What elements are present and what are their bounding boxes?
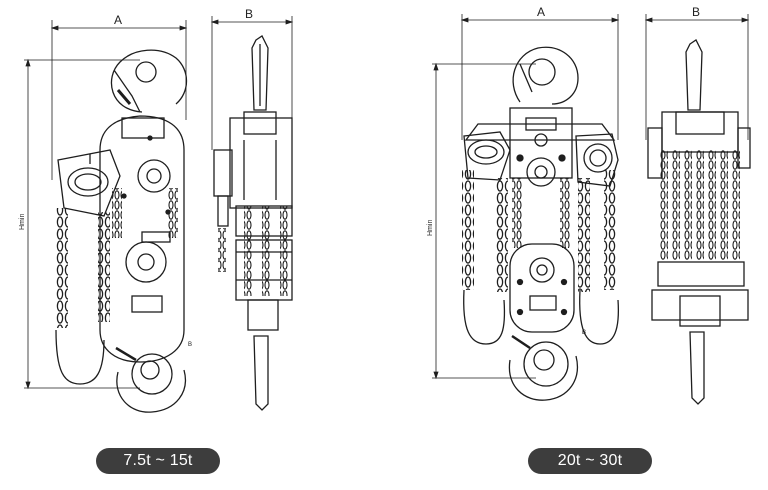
dimension-a-left [50,20,188,180]
dimension-b-right [644,14,750,140]
dimension-a-left-label: A [114,13,122,27]
bottom-hook-right [508,334,578,401]
hand-chain-right-4 [604,170,616,290]
side-chain-right-5 [708,150,716,260]
top-hook-left [110,49,188,113]
hoist-small-front-view [24,20,188,413]
bottom-hook-side-right [689,331,705,405]
side-chain-left-2 [262,206,270,296]
side-frame-mid-right [657,261,745,287]
hand-chain-right-2 [496,178,508,292]
top-hook-side-right [685,39,703,111]
side-chain-right-4 [696,150,704,260]
side-chain-right-1 [660,150,668,260]
hand-chain-left-2 [98,212,110,322]
load-chain-left-2 [168,188,178,238]
dimension-hmin-right-label: Hmin [427,220,434,236]
side-chain-right-6 [720,150,728,260]
hook-mark-right-label: B [582,330,586,336]
lower-block-right [509,243,575,333]
side-frame-bottom-right [651,289,749,321]
side-frame-top-right [661,111,739,153]
load-chain-right-2 [560,178,570,248]
hand-chain-left-1 [56,208,68,328]
capacity-badge-small: 7.5t ~ 15t [96,448,220,474]
side-chain-left-1 [244,206,252,296]
load-chain-right-1 [512,178,522,248]
side-chain-right-7 [732,150,740,260]
dimension-hmin-right [432,62,536,380]
top-hook-right [512,46,579,105]
hand-chain-loop-right-1 [463,289,506,345]
upper-frame-right [464,107,616,187]
top-hook-side-left [251,35,269,111]
hand-chain-loop-right-2 [579,289,620,345]
dimension-hmin-left-label: Hmin [19,214,26,230]
hoist-large-front-view [432,14,620,401]
dimension-a-right [460,14,620,140]
load-chain-left-1 [112,188,122,238]
side-hand-chain-left [218,228,226,272]
side-chain-right-3 [684,150,692,260]
side-chain-left-3 [280,206,288,296]
bottom-hook-left [115,346,186,413]
hook-mark-left-label: B [188,342,192,348]
hand-chain-right-1 [462,170,474,290]
bottom-hook-side-left [253,335,269,411]
dimension-hmin-left [24,58,140,390]
side-chain-right-2 [672,150,680,260]
handwheel-guard-left [57,149,121,217]
dimension-b-right-label: B [692,5,700,19]
dimension-b-left-label: B [245,7,253,21]
handwheel-guard-right-left [463,131,511,181]
hand-chain-right-3 [578,178,590,292]
hoist-large-side-view [644,14,751,405]
dimension-b-left [210,16,294,150]
side-body-upper-left [229,117,293,209]
hoist-body-left [99,115,185,363]
capacity-badge-large: 20t ~ 30t [528,448,652,474]
hand-chain-loop-left [55,329,105,385]
dimension-a-right-label: A [537,5,545,19]
